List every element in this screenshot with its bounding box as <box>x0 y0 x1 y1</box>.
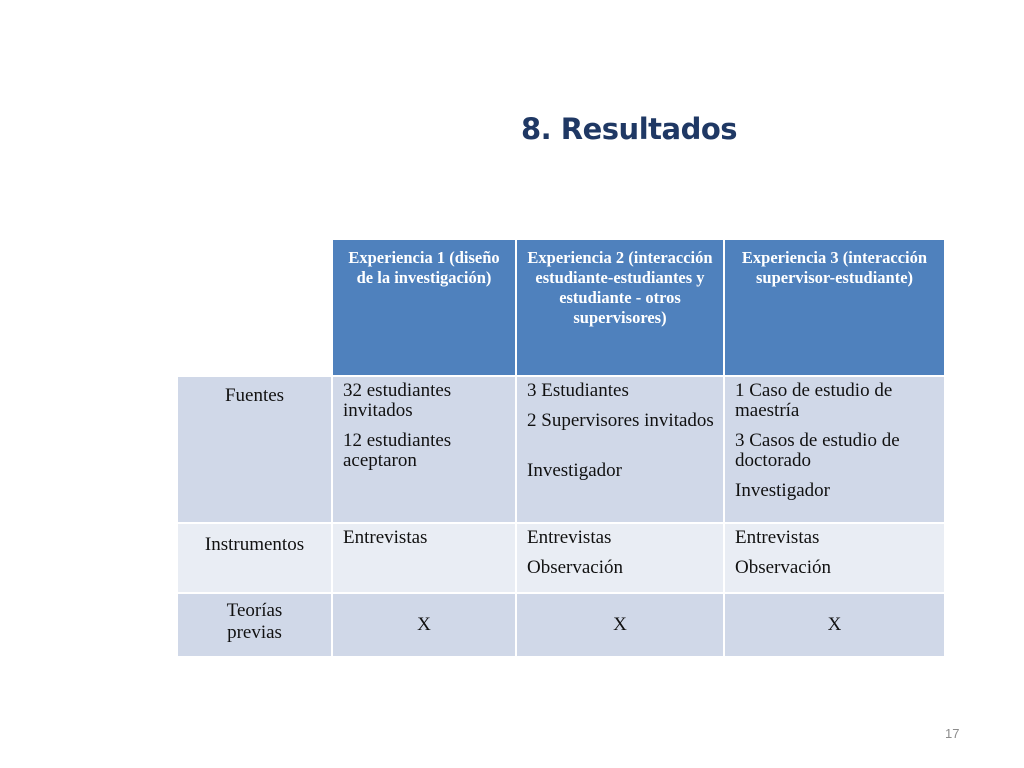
row-header-fuentes: Fuentes <box>176 375 333 524</box>
cell-text: Investigador <box>735 480 830 501</box>
row-header-instrumentos: Instrumentos <box>176 522 333 594</box>
table-row-fuentes: Fuentes 32 estudiantes invitados 12 estu… <box>176 375 946 524</box>
cell-text: 2 Supervisores invitados <box>527 410 714 431</box>
results-table: Experiencia 1 (diseño de la investigació… <box>176 238 946 658</box>
cell-text: Entrevistas <box>343 527 428 548</box>
cell-text: Observación <box>735 557 832 578</box>
cell-text: X <box>417 614 431 635</box>
table-row-teorias-previas: Teorías previas X X X <box>176 592 946 658</box>
row-header-teorias-previas: Teorías previas <box>176 592 333 658</box>
cell-fuentes-exp2: 3 Estudiantes 2 Supervisores invitados I… <box>515 375 725 524</box>
column-header-experiencia-3: Experiencia 3 (interacción supervisor-es… <box>723 238 946 377</box>
cell-text: 3 Casos de estudio de doctorado <box>735 430 900 471</box>
page-number: 17 <box>945 726 960 741</box>
row-label-instrumentos: Instrumentos <box>204 534 305 555</box>
table-row-instrumentos: Instrumentos Entrevistas Entrevistas Obs… <box>176 522 946 594</box>
cell-text: 12 estudiantes aceptaron <box>343 430 452 471</box>
cell-teorias-exp3: X <box>723 592 946 658</box>
slide-title: 8. Resultados <box>521 112 738 146</box>
cell-teorias-exp1: X <box>331 592 517 658</box>
cell-instrumentos-exp2: Entrevistas Observación <box>515 522 725 594</box>
cell-text: 1 Caso de estudio de maestría <box>735 380 893 421</box>
cell-text: Observación <box>527 557 624 578</box>
row-label-fuentes: Fuentes <box>224 385 285 406</box>
table-corner-cell <box>176 238 333 377</box>
cell-text: X <box>613 614 627 635</box>
cell-text: 32 estudiantes invitados <box>343 380 452 421</box>
cell-fuentes-exp1: 32 estudiantes invitados 12 estudiantes … <box>331 375 517 524</box>
cell-text: X <box>827 614 842 635</box>
cell-text: Entrevistas <box>527 527 612 548</box>
column-header-experiencia-2: Experiencia 2 (interacción estudiante-es… <box>515 238 725 377</box>
table-header-row: Experiencia 1 (diseño de la investigació… <box>176 238 946 377</box>
cell-teorias-exp2: X <box>515 592 725 658</box>
row-label-teorias-previas: Teorías previas <box>226 600 283 643</box>
cell-text: Entrevistas <box>735 527 820 548</box>
cell-fuentes-exp3: 1 Caso de estudio de maestría 3 Casos de… <box>723 375 946 524</box>
cell-instrumentos-exp1: Entrevistas <box>331 522 517 594</box>
cell-text: Investigador <box>527 460 622 481</box>
cell-text: 3 Estudiantes <box>527 380 629 401</box>
column-header-experiencia-1: Experiencia 1 (diseño de la investigació… <box>331 238 517 377</box>
cell-instrumentos-exp3: Entrevistas Observación <box>723 522 946 594</box>
